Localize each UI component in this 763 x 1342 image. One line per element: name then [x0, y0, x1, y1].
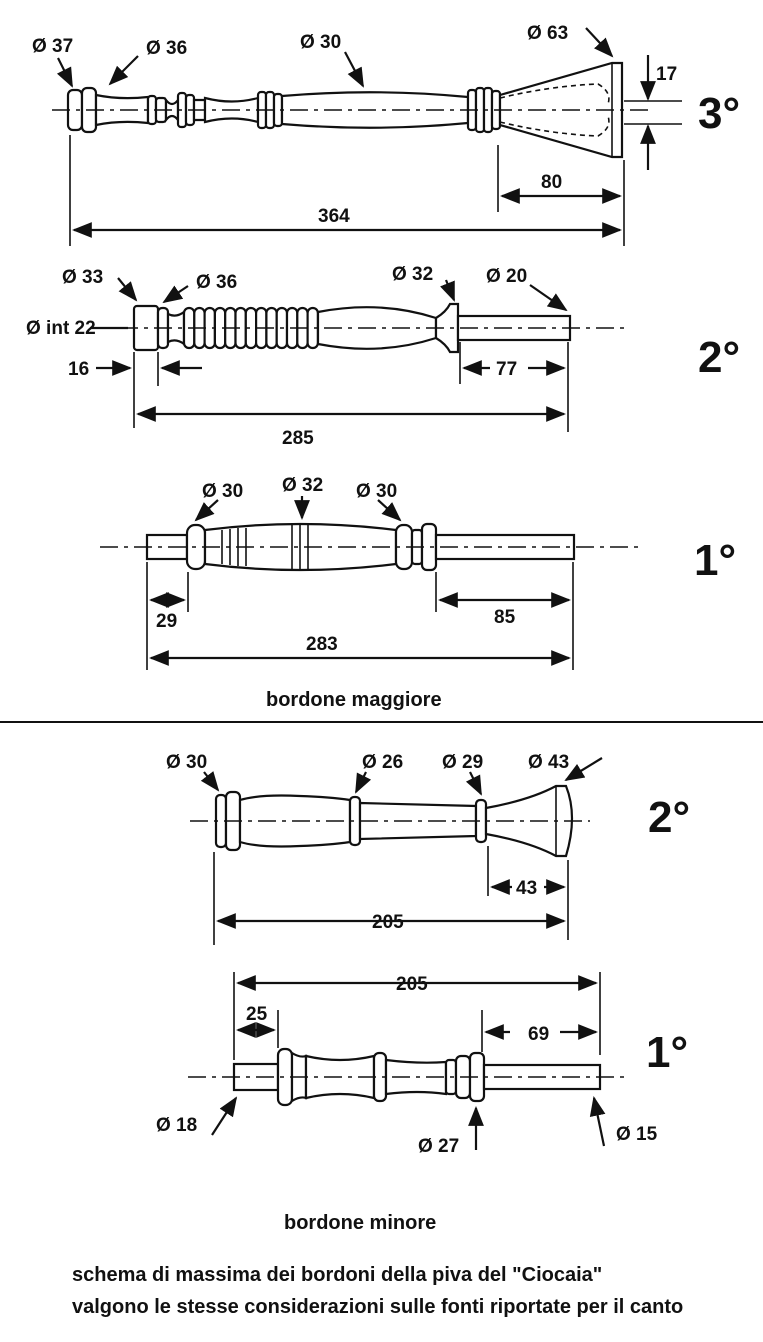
minore-2-diameter-2: Ø 26 — [362, 752, 403, 773]
maggiore-1-length: 283 — [306, 634, 338, 655]
maggiore-2-diameter-4: Ø 20 — [486, 266, 527, 287]
minore-1-diameter-1: Ø 18 — [156, 1115, 197, 1136]
maggiore-3-diameter-1: Ø 37 — [32, 36, 73, 57]
maggiore-3-bell-length: 80 — [541, 172, 562, 193]
maggiore-2-length: 285 — [282, 428, 314, 449]
note-line-2: valgono le stesse considerazioni sulle f… — [72, 1296, 683, 1318]
caption-bordone-maggiore: bordone maggiore — [266, 689, 442, 711]
maggiore-piece-2: Ø int 22 Ø 33 Ø 36 Ø 32 Ø 20 16 77 285 2… — [26, 264, 740, 449]
minore-1-diameter-3: Ø 15 — [616, 1124, 658, 1145]
maggiore-3-length: 364 — [318, 206, 350, 227]
minore-2-number: 2° — [648, 793, 690, 842]
minore-1-right-tenon: 69 — [528, 1024, 549, 1045]
maggiore-2-number: 2° — [698, 333, 740, 382]
maggiore-3-diameter-2: Ø 36 — [146, 38, 187, 59]
minore-piece-2: Ø 30 Ø 26 Ø 29 Ø 43 43 205 2° — [166, 752, 690, 945]
maggiore-2-diameter-3: Ø 32 — [392, 264, 433, 285]
maggiore-1-left-tenon: 29 — [156, 611, 177, 632]
maggiore-1-right-tenon: 85 — [494, 607, 516, 628]
maggiore-2-socket: 16 — [68, 359, 89, 380]
maggiore-1-diameter-2: Ø 32 — [282, 475, 323, 496]
minore-2-diameter-4: Ø 43 — [528, 752, 569, 773]
maggiore-piece-1: Ø 30 Ø 32 Ø 30 29 85 283 1° — [100, 475, 736, 670]
minore-2-diameter-3: Ø 29 — [442, 752, 483, 773]
maggiore-piece-3: 17 Ø 37 Ø 36 Ø 30 Ø 63 80 364 3° — [32, 23, 740, 246]
minore-1-number: 1° — [646, 1028, 688, 1077]
maggiore-3-number: 3° — [698, 89, 740, 138]
maggiore-3-bore-label: 17 — [656, 64, 677, 85]
maggiore-3-diameter-3: Ø 30 — [300, 32, 341, 53]
maggiore-2-inner-diameter: Ø int 22 — [26, 318, 96, 339]
maggiore-2-tenon: 77 — [496, 359, 517, 380]
minore-2-length: 205 — [372, 912, 404, 933]
maggiore-1-number: 1° — [694, 536, 736, 585]
maggiore-1-diameter-1: Ø 30 — [202, 481, 243, 502]
maggiore-3-diameter-4: Ø 63 — [527, 23, 568, 44]
note-line-1: schema di massima dei bordoni della piva… — [72, 1264, 602, 1286]
minore-2-diameter-1: Ø 30 — [166, 752, 207, 773]
maggiore-2-diameter-2: Ø 36 — [196, 272, 237, 293]
minore-1-left-tenon: 25 — [246, 1004, 268, 1025]
maggiore-1-diameter-3: Ø 30 — [356, 481, 397, 502]
minore-2-bell-length: 43 — [516, 878, 537, 899]
minore-piece-1: 205 25 69 Ø 18 Ø 27 Ø 15 1 — [156, 972, 688, 1157]
minore-1-length: 205 — [396, 974, 428, 995]
maggiore-2-diameter-1: Ø 33 — [62, 267, 103, 288]
caption-bordone-minore: bordone minore — [284, 1212, 436, 1234]
minore-1-diameter-2: Ø 27 — [418, 1136, 459, 1157]
